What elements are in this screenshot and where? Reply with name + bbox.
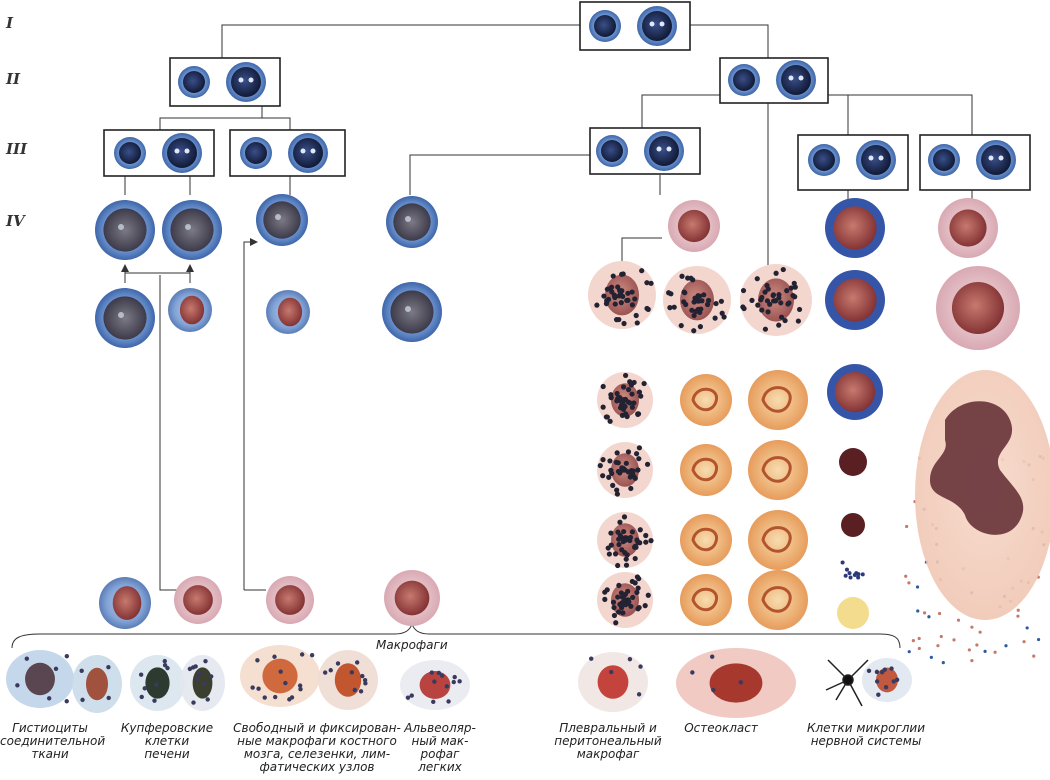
histiocyte-mature-b — [72, 655, 122, 713]
precursor-pair-3 — [596, 131, 684, 171]
progenitor-pair-right — [728, 60, 816, 100]
alveolar-young — [382, 282, 442, 342]
granulocyte-precursor-1 — [588, 261, 656, 329]
promonocyte-pink — [668, 200, 720, 252]
precursor-pair-5 — [928, 140, 1016, 180]
basophil-3 — [597, 512, 654, 569]
granulocyte-precursor-2 — [663, 266, 731, 334]
monocyte-2 — [162, 200, 222, 260]
basophil-2 — [597, 442, 653, 498]
eosinophil-4 — [748, 570, 808, 630]
reticulocyte — [840, 560, 865, 580]
neutrophil-1 — [680, 374, 732, 426]
erythrocyte — [837, 597, 869, 629]
erythroblast-1 — [839, 448, 867, 476]
macrophage-illustrations — [6, 455, 1046, 718]
progenitor-pair-left — [178, 62, 266, 102]
caption-alveolar-macrophage: Альвеоляр- ный мак- рофаг легких — [404, 721, 476, 774]
basophil-4 — [597, 572, 653, 628]
mature-bm-macrophage — [266, 576, 314, 624]
row-label-1: I — [6, 14, 14, 32]
cell-blue-ring-3 — [827, 364, 883, 420]
precursor-pair-4 — [808, 140, 896, 180]
caption-histiocytes: Гистиоциты соединительной ткани — [0, 721, 106, 761]
caption-osteoclast: Остеокласт — [684, 721, 758, 735]
row-label-3: III — [6, 140, 28, 158]
precursor-pair-1 — [114, 133, 202, 173]
caption-pleural-peritoneal-macrophage: Плевральный и перитонеальный макрофаг — [554, 721, 662, 761]
bm-macrophage-a — [240, 645, 320, 707]
granulocyte-precursor-3 — [740, 264, 812, 336]
monocyte-4 — [386, 196, 438, 248]
histiocyte-young — [95, 288, 155, 348]
row-label-2: II — [6, 70, 21, 88]
microglia-branches — [825, 659, 869, 707]
eosinophil-3 — [748, 510, 808, 570]
kupffer-young — [168, 288, 212, 332]
eosinophil-1 — [748, 370, 808, 430]
kupffer-cell-a — [130, 655, 185, 711]
neutrophil-2 — [680, 444, 732, 496]
stem-cell-pair — [589, 6, 677, 46]
basophil-1 — [597, 372, 653, 428]
caption-kupffer-cells: Купферовские клетки печени — [120, 721, 214, 761]
precursor-pair-2 — [240, 133, 328, 173]
osteoclast — [676, 648, 796, 718]
mature-alveolar — [384, 570, 440, 626]
microglia-cell — [862, 658, 912, 702]
row-label-4: IV — [6, 212, 25, 230]
mature-kupffer — [174, 576, 222, 624]
megakaryocyte-illustration — [915, 370, 1050, 620]
kupffer-cell-b — [180, 655, 225, 711]
neutrophil-4 — [680, 574, 732, 626]
monocyte-1 — [95, 200, 155, 260]
cell-pink-right — [938, 198, 998, 258]
cell-blue-ring-1 — [825, 198, 885, 258]
cell-pink-large — [936, 266, 1020, 350]
caption-microglia: Клетки микроглии нервной системы — [806, 721, 926, 748]
mature-histiocyte — [99, 577, 151, 629]
lineage-connectors — [11, 24, 973, 649]
pleural-macrophage — [578, 652, 648, 712]
histiocyte-mature-a — [6, 650, 74, 708]
caption-bone-marrow-macrophages: Свободный и фиксирован- ные макрофаги ко… — [233, 721, 401, 774]
cell-blue-ring-2 — [825, 270, 885, 330]
bm-macrophage-young — [266, 290, 310, 334]
erythroblast-2 — [841, 513, 865, 537]
macrophages-group-label: Макрофаги — [376, 638, 448, 652]
bm-macrophage-b — [318, 650, 378, 710]
eosinophil-2 — [748, 440, 808, 500]
alveolar-macrophage — [400, 660, 470, 710]
neutrophil-3 — [680, 514, 732, 566]
monocyte-3 — [256, 194, 308, 246]
cell-drawings — [95, 6, 1020, 630]
